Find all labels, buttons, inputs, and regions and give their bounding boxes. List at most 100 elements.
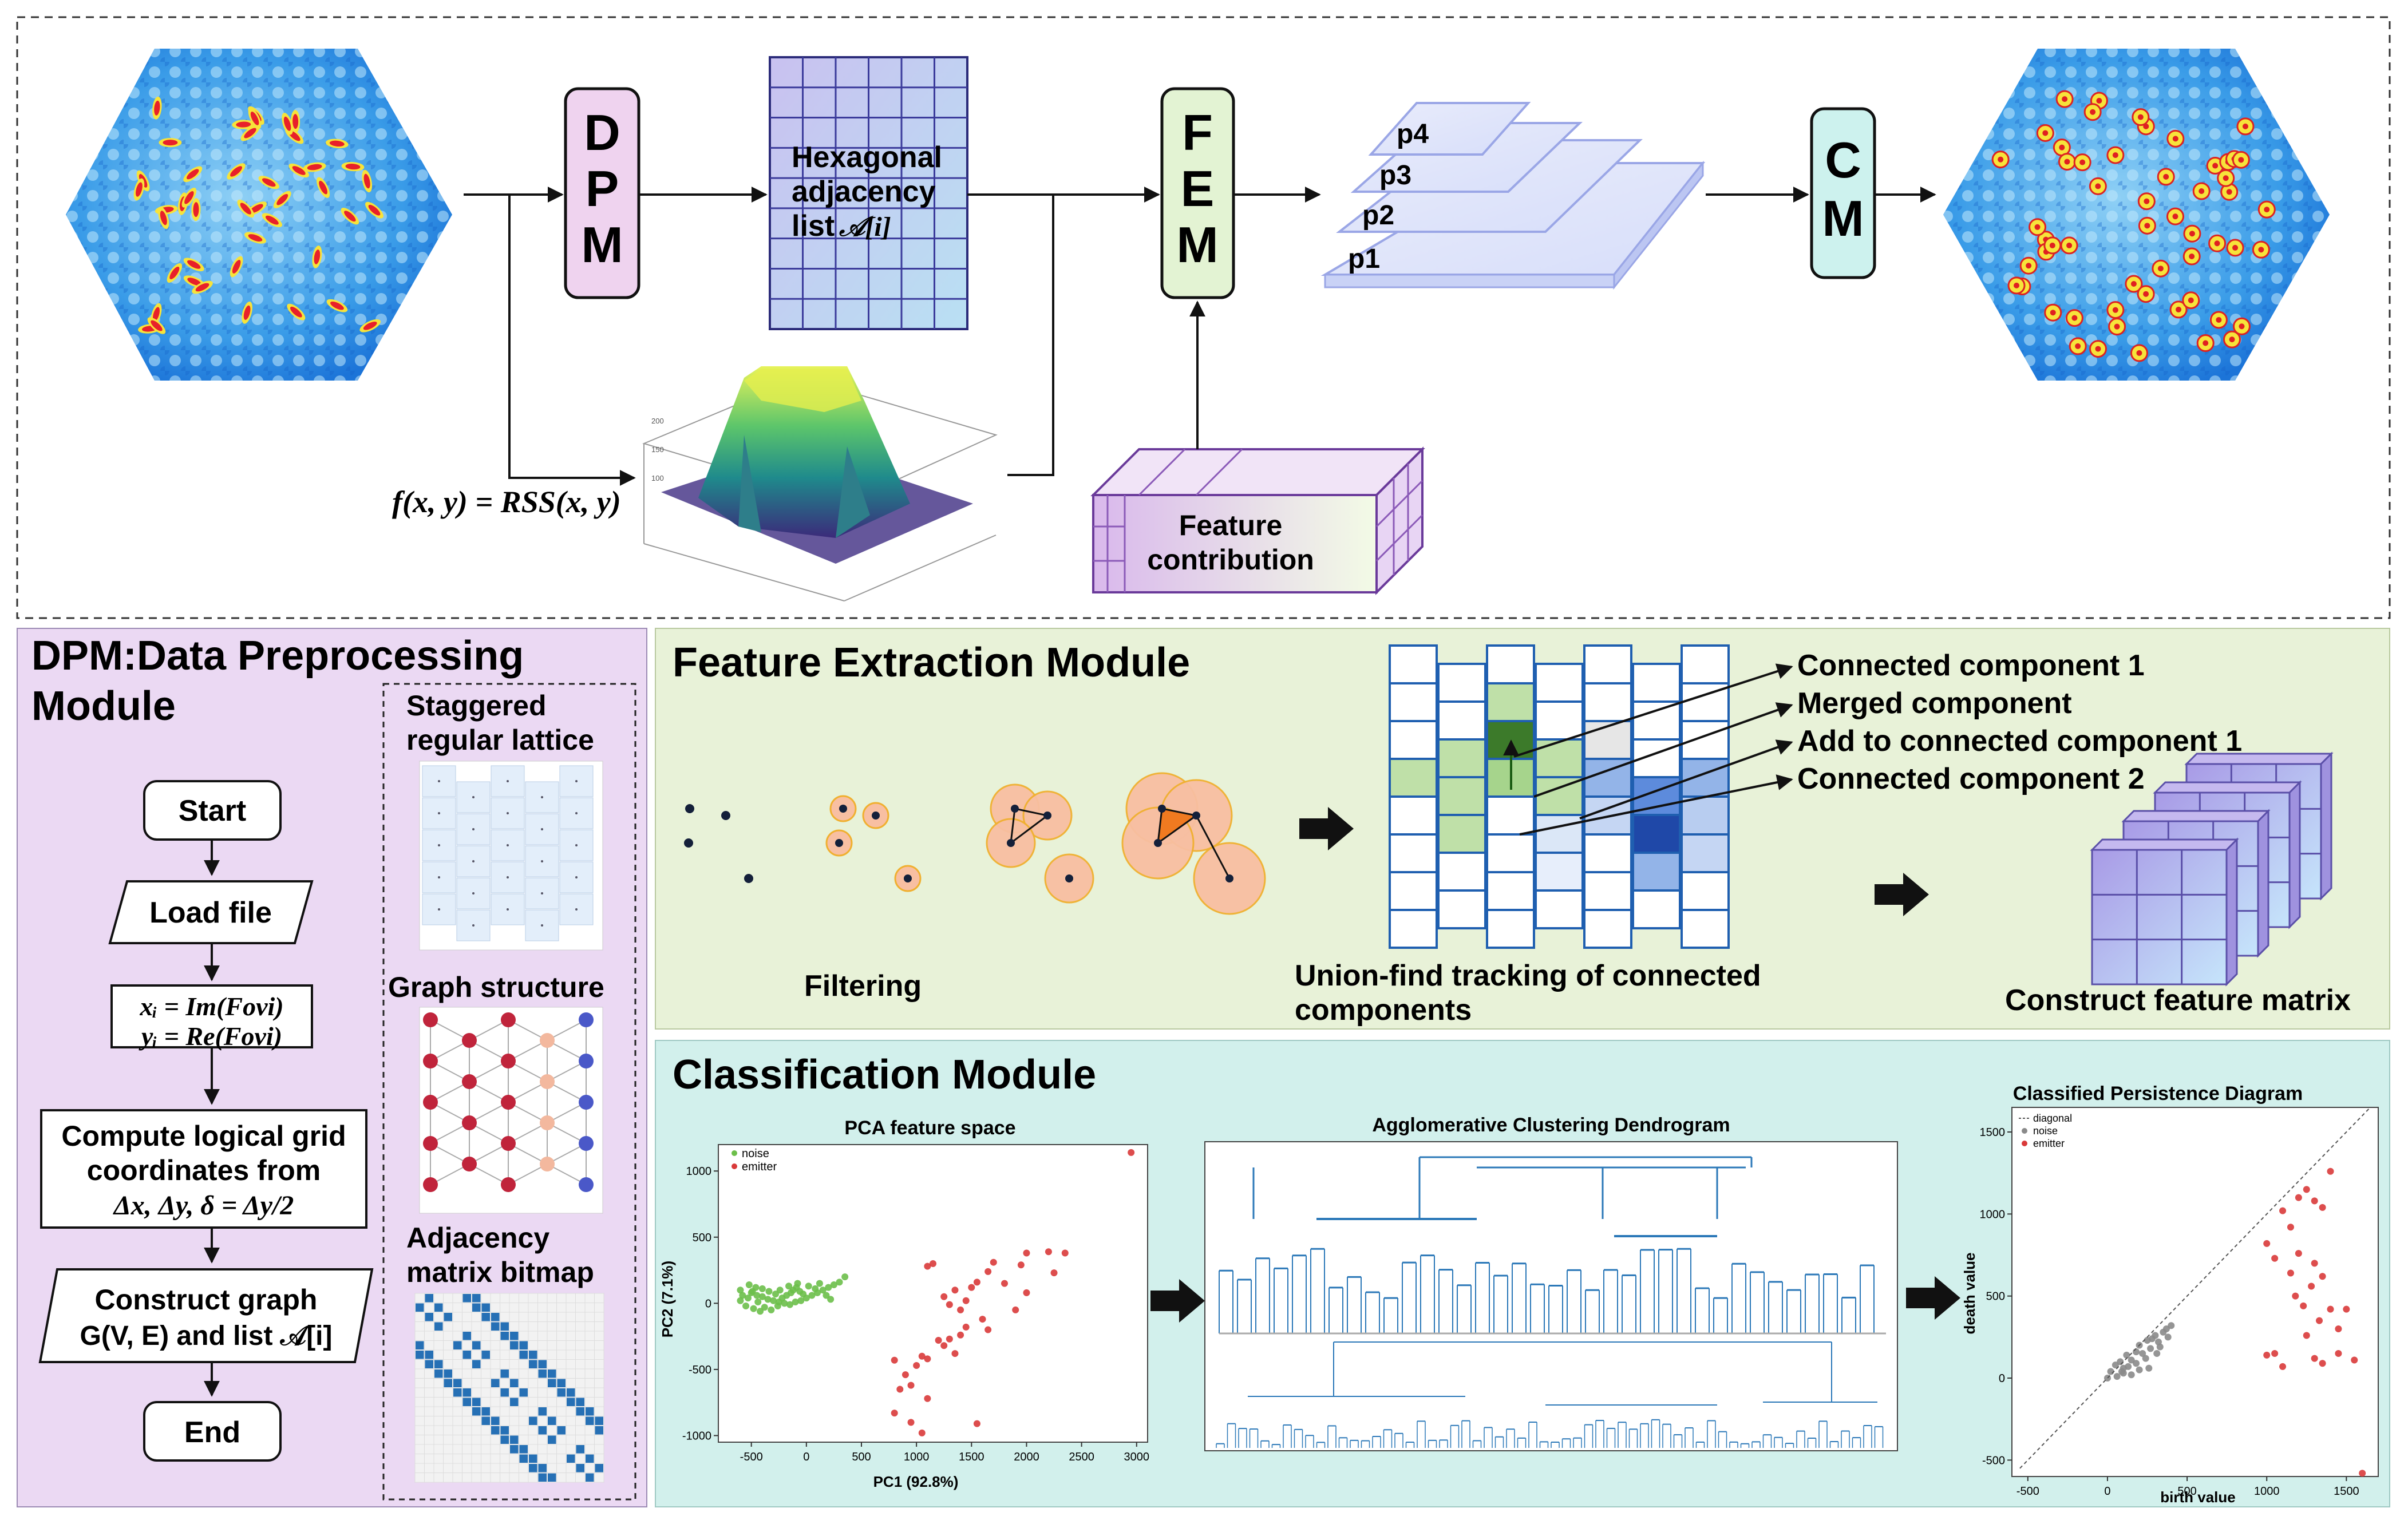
output-detection-map xyxy=(1943,49,2330,381)
bitmap-cell xyxy=(491,1426,500,1435)
emitter-point xyxy=(990,1258,997,1266)
adjacency-label-2: adjacency xyxy=(792,175,936,208)
graph-node xyxy=(423,1054,438,1068)
bitmap-cell xyxy=(434,1369,443,1378)
detection-center xyxy=(2199,188,2205,194)
bitmap-cell xyxy=(491,1379,500,1387)
pca-legend-noise: noise xyxy=(742,1147,769,1160)
detection-center xyxy=(2212,163,2219,169)
noise-point xyxy=(825,1284,832,1291)
emitter-point xyxy=(2316,1317,2323,1324)
hotspot-core xyxy=(292,114,299,129)
x-tick-label: 2000 xyxy=(1014,1451,1039,1463)
pca-legend: noise emitter xyxy=(732,1147,777,1173)
emitter-point xyxy=(913,1361,920,1369)
x-tick-label: 1000 xyxy=(2254,1485,2280,1498)
detection-center xyxy=(2214,240,2220,247)
emitter-point xyxy=(951,1287,959,1294)
filter-simplex xyxy=(1157,808,1199,845)
lattice-node xyxy=(541,796,543,798)
union-find-label-1: Union-find tracking of connected xyxy=(1295,959,1761,992)
emitter-point xyxy=(984,1268,992,1275)
bitmap-cell xyxy=(416,1341,424,1349)
uf-cell xyxy=(1437,663,1486,703)
bitmap-cell xyxy=(538,1360,547,1368)
noise-point xyxy=(772,1291,779,1298)
hotspot-core xyxy=(330,301,344,310)
bitmap-cell xyxy=(500,1426,509,1435)
y-tick-label: 0 xyxy=(705,1297,711,1310)
emitter-point xyxy=(924,1355,931,1363)
detection-center xyxy=(2144,198,2150,204)
detection-center xyxy=(2203,340,2209,346)
emitter-point xyxy=(957,1331,964,1339)
pyramid-p3: p3 xyxy=(1379,160,1411,191)
bitmap-cell xyxy=(434,1360,443,1368)
dendrogram-plot: Agglomerative Clustering Dendrogram xyxy=(1204,1114,1898,1451)
bitmap-cell xyxy=(586,1416,594,1425)
detection-center xyxy=(2223,175,2229,181)
y-tick-label: -500 xyxy=(1982,1454,2005,1467)
staggered-lattice-image xyxy=(419,761,603,951)
uf-cell xyxy=(1437,889,1486,929)
emitter-point xyxy=(2295,1250,2302,1257)
emitter-point xyxy=(2359,1470,2366,1477)
filter-edge xyxy=(1195,815,1231,879)
x-tick-label: 500 xyxy=(852,1451,871,1463)
noise-point xyxy=(2142,1355,2149,1362)
y-tick-label: 0 xyxy=(1999,1372,2005,1385)
adjacency-label-3: list xyxy=(792,209,835,243)
flow-compute-3: Δx, Δy, δ = Δy/2 xyxy=(113,1190,294,1221)
adjacency-label-1: Hexagonal xyxy=(792,141,942,174)
bitmap-cell xyxy=(453,1388,462,1397)
flow-load xyxy=(108,880,314,944)
uf-cell xyxy=(1535,889,1584,929)
bitmap-cell xyxy=(586,1407,594,1416)
adjacency-bitmap-image xyxy=(414,1293,604,1483)
uf-cell xyxy=(1583,682,1632,722)
pyramid-p2: p2 xyxy=(1362,200,1394,231)
detection-center xyxy=(2188,297,2194,303)
emitter-point xyxy=(2271,1350,2279,1357)
emitter-point xyxy=(907,1419,915,1426)
bitmap-cell xyxy=(548,1435,556,1444)
flow-load-label: Load file xyxy=(149,896,272,929)
lattice-node xyxy=(438,908,440,911)
noise-point xyxy=(754,1299,762,1306)
uf-cell xyxy=(1437,852,1486,892)
lattice-node xyxy=(541,892,543,894)
filter-point xyxy=(685,804,694,813)
uf-cell xyxy=(1437,814,1486,854)
detection-center xyxy=(2026,263,2032,269)
filtering-stages xyxy=(684,772,1266,915)
emitter-point xyxy=(2311,1260,2318,1267)
noise-point xyxy=(737,1287,744,1294)
bitmap-cell xyxy=(529,1351,537,1359)
dpm-letter-d: D xyxy=(584,104,620,161)
y-tick-label: -500 xyxy=(689,1364,711,1376)
lattice-node xyxy=(472,860,475,862)
uf-cell xyxy=(1535,814,1584,854)
detection-center xyxy=(2079,159,2086,165)
bitmap-cell xyxy=(462,1388,471,1397)
hotspot-core xyxy=(307,164,322,171)
bitmap-cell xyxy=(462,1294,471,1303)
flow-compute-2: coordinates from xyxy=(87,1154,321,1186)
lattice-node xyxy=(575,908,578,911)
detection-center xyxy=(2238,157,2244,163)
bitmap-cell xyxy=(500,1332,509,1340)
emitter-point xyxy=(979,1316,986,1323)
detection-center xyxy=(2232,244,2239,251)
x-tick-label: 3000 xyxy=(1124,1451,1150,1463)
emitter-point xyxy=(935,1337,942,1344)
filter-point xyxy=(1154,839,1162,847)
emitter-point xyxy=(924,1262,931,1270)
emitter-point xyxy=(2327,1167,2334,1175)
graph-structure-image xyxy=(419,1007,603,1214)
filter-point xyxy=(839,805,847,813)
emitter-point xyxy=(1061,1249,1069,1257)
x-tick-label: -500 xyxy=(740,1451,763,1463)
hotspot-core xyxy=(276,194,288,205)
noise-point xyxy=(750,1305,757,1312)
